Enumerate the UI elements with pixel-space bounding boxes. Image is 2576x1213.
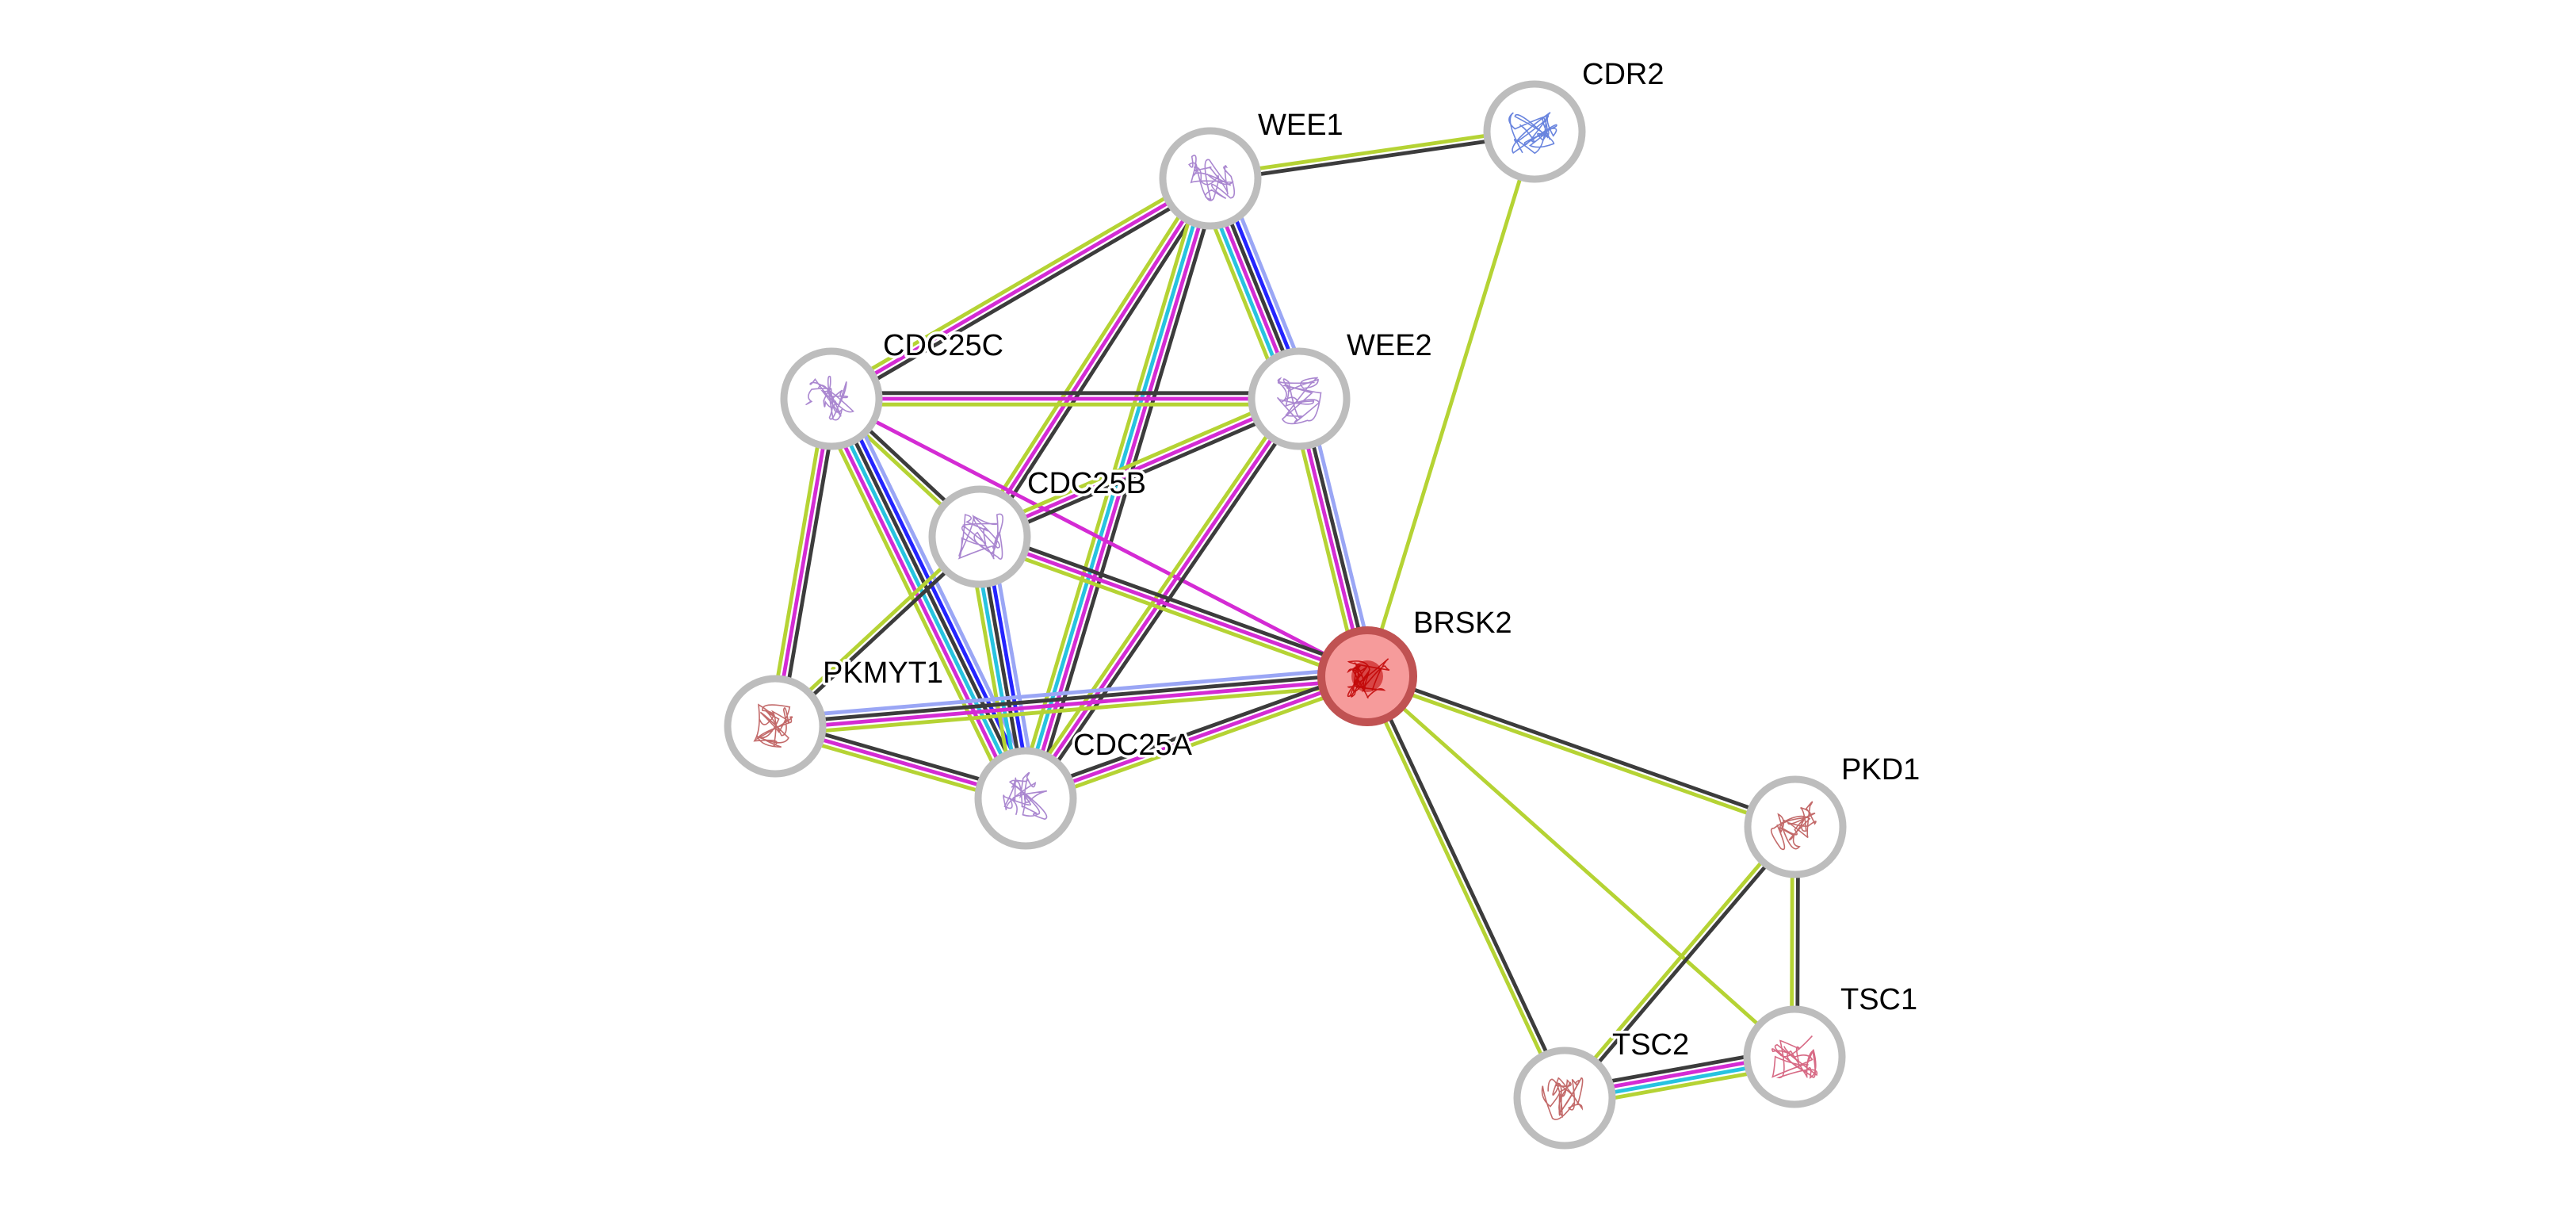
edge-evidence-experiments [829,176,1213,401]
edge-pkmyt1-brsk2[interactable] [772,665,1370,737]
node-label-wee1: WEE1 [1258,109,1343,142]
edge-evidence-coexpression [1366,672,1798,827]
node-cdc25c[interactable]: CDC25C [780,327,1007,450]
node-label-brsk2: BRSK2 [1413,606,1512,640]
node-bubble[interactable] [1513,1047,1616,1150]
protein-structure-icon [753,703,793,748]
node-cdr2[interactable]: CDR2 [1483,55,1667,183]
protein-structure-icon [805,375,854,421]
edge-cdc25b-brsk2[interactable] [976,529,1371,684]
edge-evidence-textmining [774,683,1370,737]
edge-evidence-coexpression [773,672,1370,725]
protein-structure-icon [1541,1077,1584,1120]
edge-evidence-textmining [973,173,1208,536]
node-bubble[interactable] [1483,80,1586,183]
edge-evidence-experiments [977,534,1370,679]
edge-brsk2-pkd1[interactable] [1364,672,1798,832]
node-label-tsc1: TSC1 [1840,983,1917,1016]
edge-evidence-coexpression [982,179,1217,542]
protein-structure-icon [1770,801,1817,851]
node-tsc2[interactable]: TSC2 [1513,1026,1692,1150]
edge-evidence-experiments [773,677,1370,731]
node-tsc1[interactable]: TSC1 [1743,981,1921,1108]
node-wee2[interactable]: WEE2 [1248,327,1435,450]
node-label-tsc2: TSC2 [1612,1028,1689,1062]
edge-evidence-textmining [1364,676,1797,832]
node-cdc25b[interactable]: CDC25B [928,465,1148,588]
protein-structure-icon [1188,155,1236,201]
protein-structure-icon [1508,112,1557,155]
protein-structure-icon [1003,771,1048,821]
edge-evidence-textmining [1026,679,1371,806]
edge-wee1-cdc25b[interactable] [973,173,1217,542]
edge-brsk2-tsc1[interactable] [1365,674,1797,1059]
edge-cdc25c-brsk2[interactable] [829,396,1370,679]
node-pkd1[interactable]: PKD1 [1744,751,1923,878]
node-label-cdc25b: CDC25B [1027,467,1146,500]
edge-evidence-textmining [1363,675,1565,1101]
node-label-cdr2: CDR2 [1582,58,1664,91]
edge-cdc25c-pkmyt1[interactable] [767,396,839,729]
edge-evidence-coexpression [832,181,1216,406]
edge-evidence-textmining [1365,129,1537,679]
edge-evidence-experiments [977,176,1213,539]
edge-evidence-experiments [821,400,1020,805]
edge-evidence-textmining [1208,127,1536,178]
edge-evidence-coexpression [1022,668,1367,795]
edge-evidence-coexpression [1028,400,1306,804]
protein-structure-icon [1277,377,1322,425]
node-pkmyt1[interactable]: PKMYT1 [724,654,946,778]
edge-cdc25c-wee2[interactable] [829,391,1301,407]
edge-evidence-textmining [767,396,828,728]
edge-evidence-textmining [816,403,1015,807]
edge-evidence-textmining [826,171,1210,396]
edge-evidence-experiments [1023,396,1301,801]
node-label-wee2: WEE2 [1347,329,1432,362]
edge-evidence-experiments [773,396,834,729]
edge-evidence-coexpression [831,396,1030,799]
edge-evidence-textmining [975,391,1299,534]
edge-evidence-databases [827,398,1026,802]
edge-evidence-coexpression [778,397,839,729]
edge-evidence-textmining [1365,674,1797,1059]
edge-evidence-textmining [976,540,1367,684]
edge-brsk2-tsc2[interactable] [1363,673,1569,1101]
edge-evidence-experiments [1026,177,1215,802]
edge-cdc25a-brsk2[interactable] [1022,668,1371,806]
node-label-cdc25a: CDC25A [1073,729,1193,762]
protein-structure-icon [1347,658,1390,698]
edge-wee1-cdr2[interactable] [1208,127,1537,183]
edge-evidence-coexpression [1565,826,1800,1102]
edge-cdr2-brsk2[interactable] [1365,129,1537,679]
edge-evidence-experiments [977,396,1301,539]
edge-evidence-experiments [829,396,1370,679]
edge-evidence-coexpression [1209,132,1537,183]
edge-wee2-cdc25b[interactable] [975,391,1304,545]
node-bubble[interactable] [1159,127,1262,230]
edge-wee1-cdc25c[interactable] [826,171,1216,406]
edge-layer [767,127,1801,1109]
edge-evidence-coexpression [980,402,1304,545]
node-label-pkd1: PKD1 [1841,753,1920,786]
edge-pkd1-tsc2[interactable] [1560,823,1800,1102]
edge-evidence-coexpression [980,529,1371,673]
protein-structure-icon [957,513,1003,560]
edge-evidence-experiments [1023,674,1370,801]
node-cdc25a[interactable]: CDC25A [974,726,1195,850]
edge-evidence-textmining [1560,823,1795,1099]
edge-evidence-cooccurrence [772,665,1369,720]
node-label-pkmyt1: PKMYT1 [823,656,943,690]
node-label-cdc25c: CDC25C [883,329,1003,362]
node-brsk2[interactable]: BRSK2 [1317,604,1515,726]
protein-structure-icon [1771,1035,1818,1079]
node-wee1[interactable]: WEE1 [1159,106,1346,230]
edge-evidence-coexpression [1367,673,1569,1099]
